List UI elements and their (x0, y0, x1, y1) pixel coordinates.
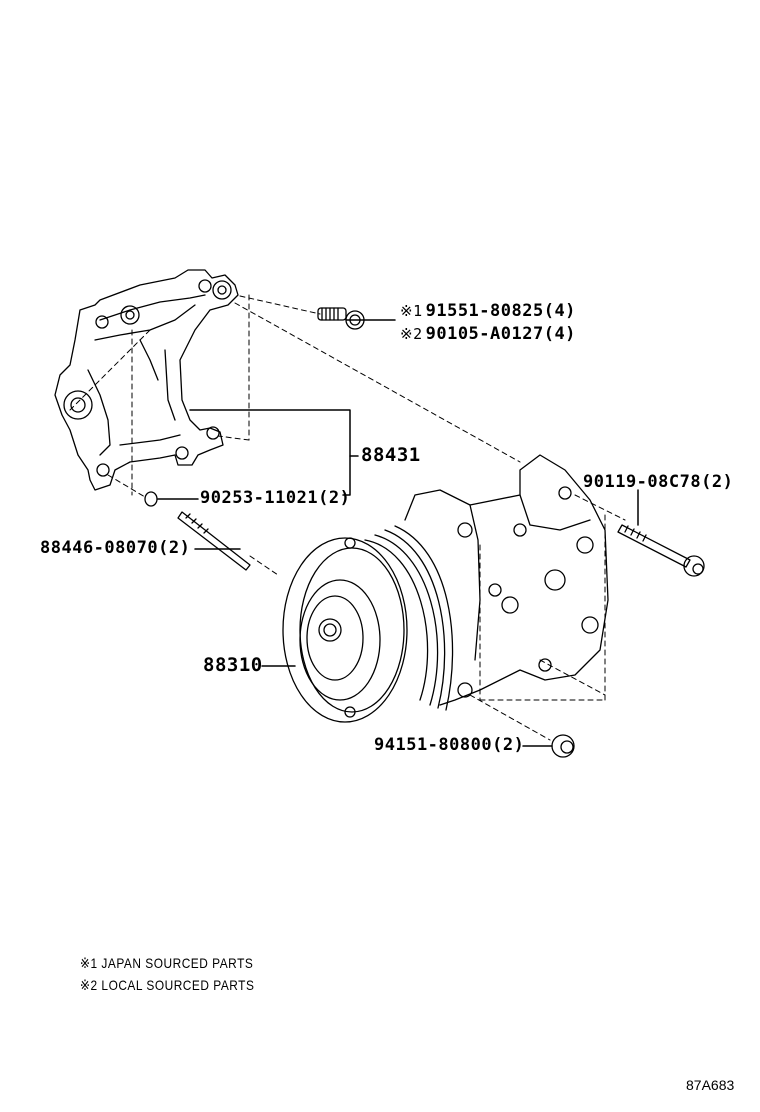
callout-bolt-c[interactable]: 90119-08C78(2) (583, 474, 733, 491)
part-number: 88310 (203, 654, 263, 676)
quantity: (2) (701, 472, 734, 492)
callout-pin[interactable]: 90253-11021(2) (200, 490, 350, 507)
quantity: (2) (492, 735, 525, 755)
diagram-code: 87A683 (686, 1077, 735, 1093)
callout-bracket[interactable]: 88431 (361, 446, 421, 465)
bolt-upper (317, 307, 365, 330)
quantity: (2) (318, 488, 351, 508)
part-number: 88431 (361, 444, 421, 466)
mark-1: ※1 (400, 302, 423, 320)
part-number: 90119-08C78 (583, 472, 702, 492)
callout-compressor[interactable]: 88310 (203, 656, 263, 675)
part-number: 90105-A0127 (425, 324, 544, 344)
quantity: (4) (543, 324, 576, 344)
bolt-side (617, 524, 705, 577)
quantity: (2) (158, 538, 191, 558)
callout-stud[interactable]: 88446-08070(2) (40, 540, 190, 557)
pin (144, 491, 158, 507)
callout-nut[interactable]: 94151-80800(2) (374, 737, 524, 754)
compressor (282, 454, 609, 723)
legend-item-local: ※2 LOCAL SOURCED PARTS (80, 977, 254, 994)
part-number: 88446-08070 (40, 538, 159, 558)
legend-text: LOCAL SOURCED PARTS (101, 977, 255, 993)
part-number: 91551-80825 (425, 301, 544, 321)
compressor-bracket (54, 269, 239, 491)
legend-mark: ※2 (80, 977, 98, 993)
leader-lines (157, 319, 639, 747)
stud (177, 511, 251, 571)
legend-mark: ※1 (80, 955, 98, 971)
quantity: (4) (543, 301, 576, 321)
guide-lines (69, 294, 626, 741)
part-number: 90253-11021 (200, 488, 319, 508)
mark-2: ※2 (400, 325, 423, 343)
legend-item-japan: ※1 JAPAN SOURCED PARTS (80, 955, 253, 972)
part-number: 94151-80800 (374, 735, 493, 755)
nut (551, 734, 575, 758)
legend-text: JAPAN SOURCED PARTS (101, 955, 254, 971)
